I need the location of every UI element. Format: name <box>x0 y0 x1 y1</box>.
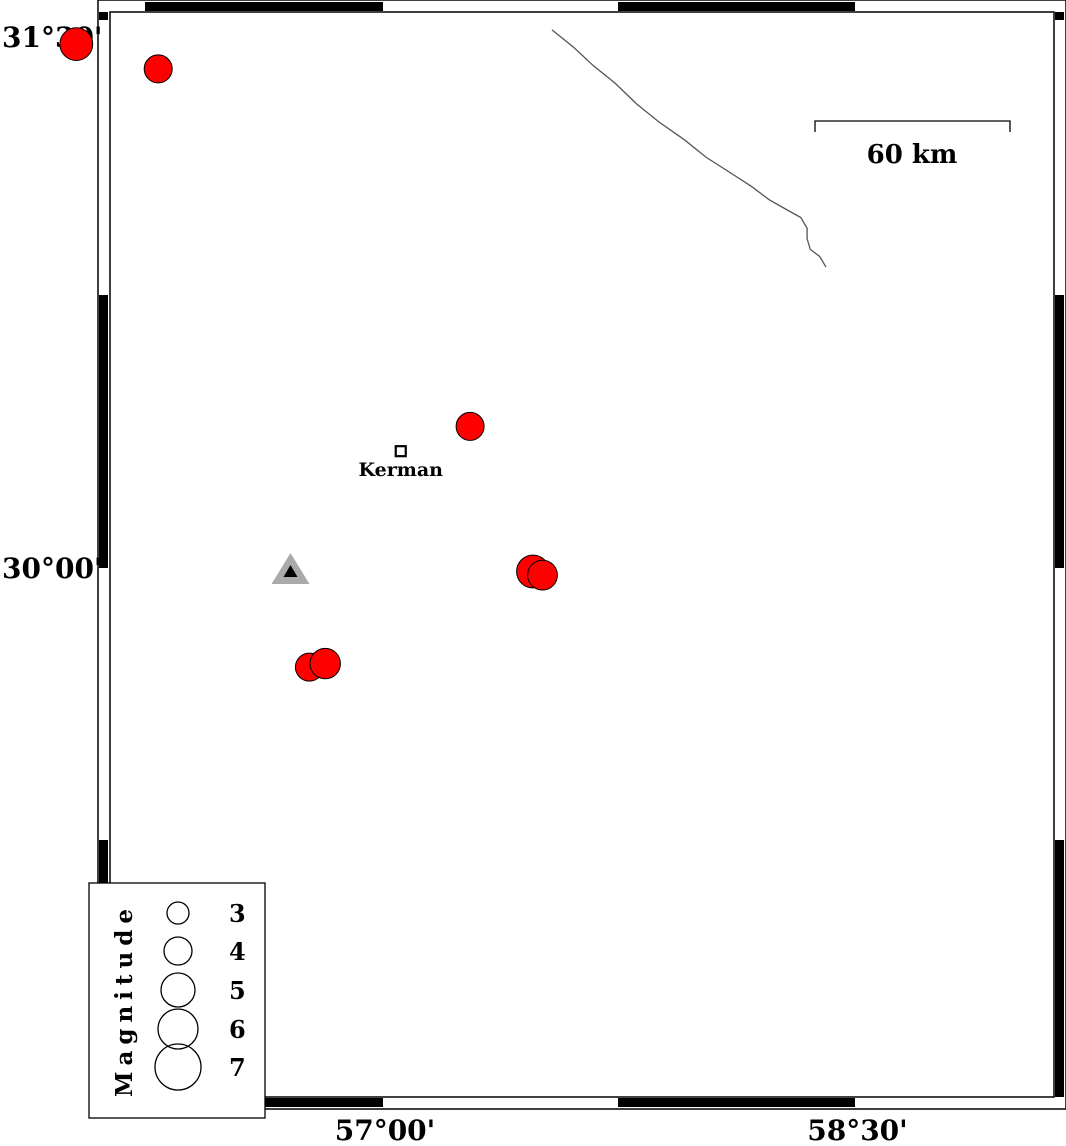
lon-label: 58°30' <box>807 1114 908 1146</box>
earthquake-event <box>455 411 485 441</box>
earthquake-event <box>527 559 558 591</box>
earthquake-event <box>143 54 173 84</box>
legend-symbol <box>166 901 190 925</box>
legend-symbol <box>154 1043 202 1091</box>
frame-tick-top <box>618 2 855 11</box>
city-marker-icon <box>394 445 407 458</box>
legend-title: Magnitude <box>111 903 138 1097</box>
legend-box <box>88 882 266 1119</box>
legend-value: 7 <box>229 1053 246 1082</box>
coastline <box>551 29 827 268</box>
legend-value: 4 <box>229 937 246 966</box>
legend-value: 5 <box>229 976 246 1005</box>
city-kerman: Kerman <box>359 445 444 481</box>
magnitude-legend: Magnitude 3 4 5 6 7 <box>88 882 266 1119</box>
frame-tick-bottom <box>618 1098 855 1107</box>
frame-tick-right <box>1055 12 1064 20</box>
earthquake-event <box>59 27 94 61</box>
legend-value: 3 <box>229 899 246 928</box>
scale-bar-line <box>814 120 1011 132</box>
legend-symbol <box>157 1008 199 1050</box>
earthquake-event <box>309 647 341 680</box>
legend-value: 6 <box>229 1015 246 1044</box>
frame-tick-left <box>99 12 108 20</box>
city-label: Kerman <box>359 459 444 481</box>
legend-symbol <box>160 972 196 1008</box>
station-inner-icon <box>283 565 298 577</box>
frame-tick-right <box>1055 840 1064 1097</box>
scale-bar-label: 60 km <box>867 140 958 170</box>
map-area <box>110 12 1054 1097</box>
frame-tick-left <box>99 295 108 568</box>
seismic-station <box>271 553 310 584</box>
lon-label: 57°00' <box>335 1114 436 1146</box>
graticule-labels: 31°30'30°00'57°00'58°30' <box>2 21 908 1146</box>
frame-outer <box>97 0 1066 1110</box>
lat-label: 30°00' <box>2 552 103 585</box>
legend-items: 3 4 5 6 7 <box>154 899 246 1091</box>
scale-bar: 60 km <box>814 120 1011 170</box>
frame-tick-top <box>145 2 383 11</box>
legend-symbol <box>163 936 193 966</box>
frame-tick-right <box>1055 295 1064 568</box>
frame-inner <box>109 11 1055 1098</box>
